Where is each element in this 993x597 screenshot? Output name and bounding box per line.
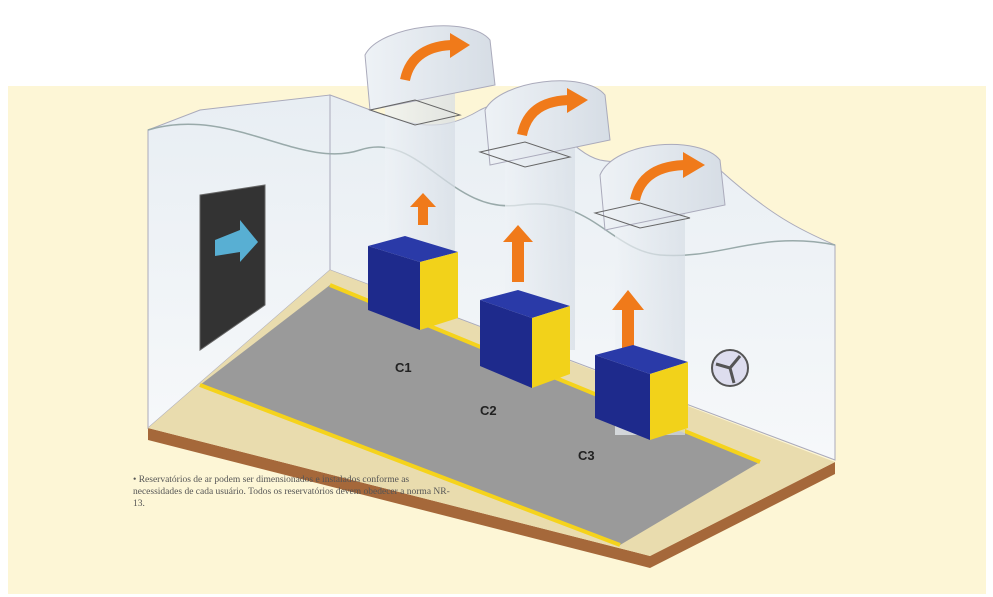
up-arrow-icon: [410, 193, 436, 225]
compressor-c2: [480, 290, 570, 388]
door-grille: [199, 184, 266, 351]
exhaust-arrow-icon: [517, 95, 573, 137]
exhaust-arrow-icon: [400, 40, 456, 82]
compressor-c3: [595, 345, 688, 440]
up-arrow-icon: [612, 290, 644, 355]
duct-1: [364, 25, 496, 275]
label-c1: C1: [395, 360, 412, 375]
up-arrow-icon: [503, 225, 533, 282]
lane-line-front: [199, 383, 621, 547]
air-intake-arrow-icon: [215, 220, 258, 262]
exhaust-arrow-icon: [630, 160, 689, 202]
compressor-c1: [368, 236, 458, 330]
label-c3: C3: [578, 448, 595, 463]
lane: [200, 285, 760, 545]
reservoir-note: • Reservatórios de ar podem ser dimensio…: [133, 475, 450, 509]
label-c2: C2: [480, 403, 497, 418]
